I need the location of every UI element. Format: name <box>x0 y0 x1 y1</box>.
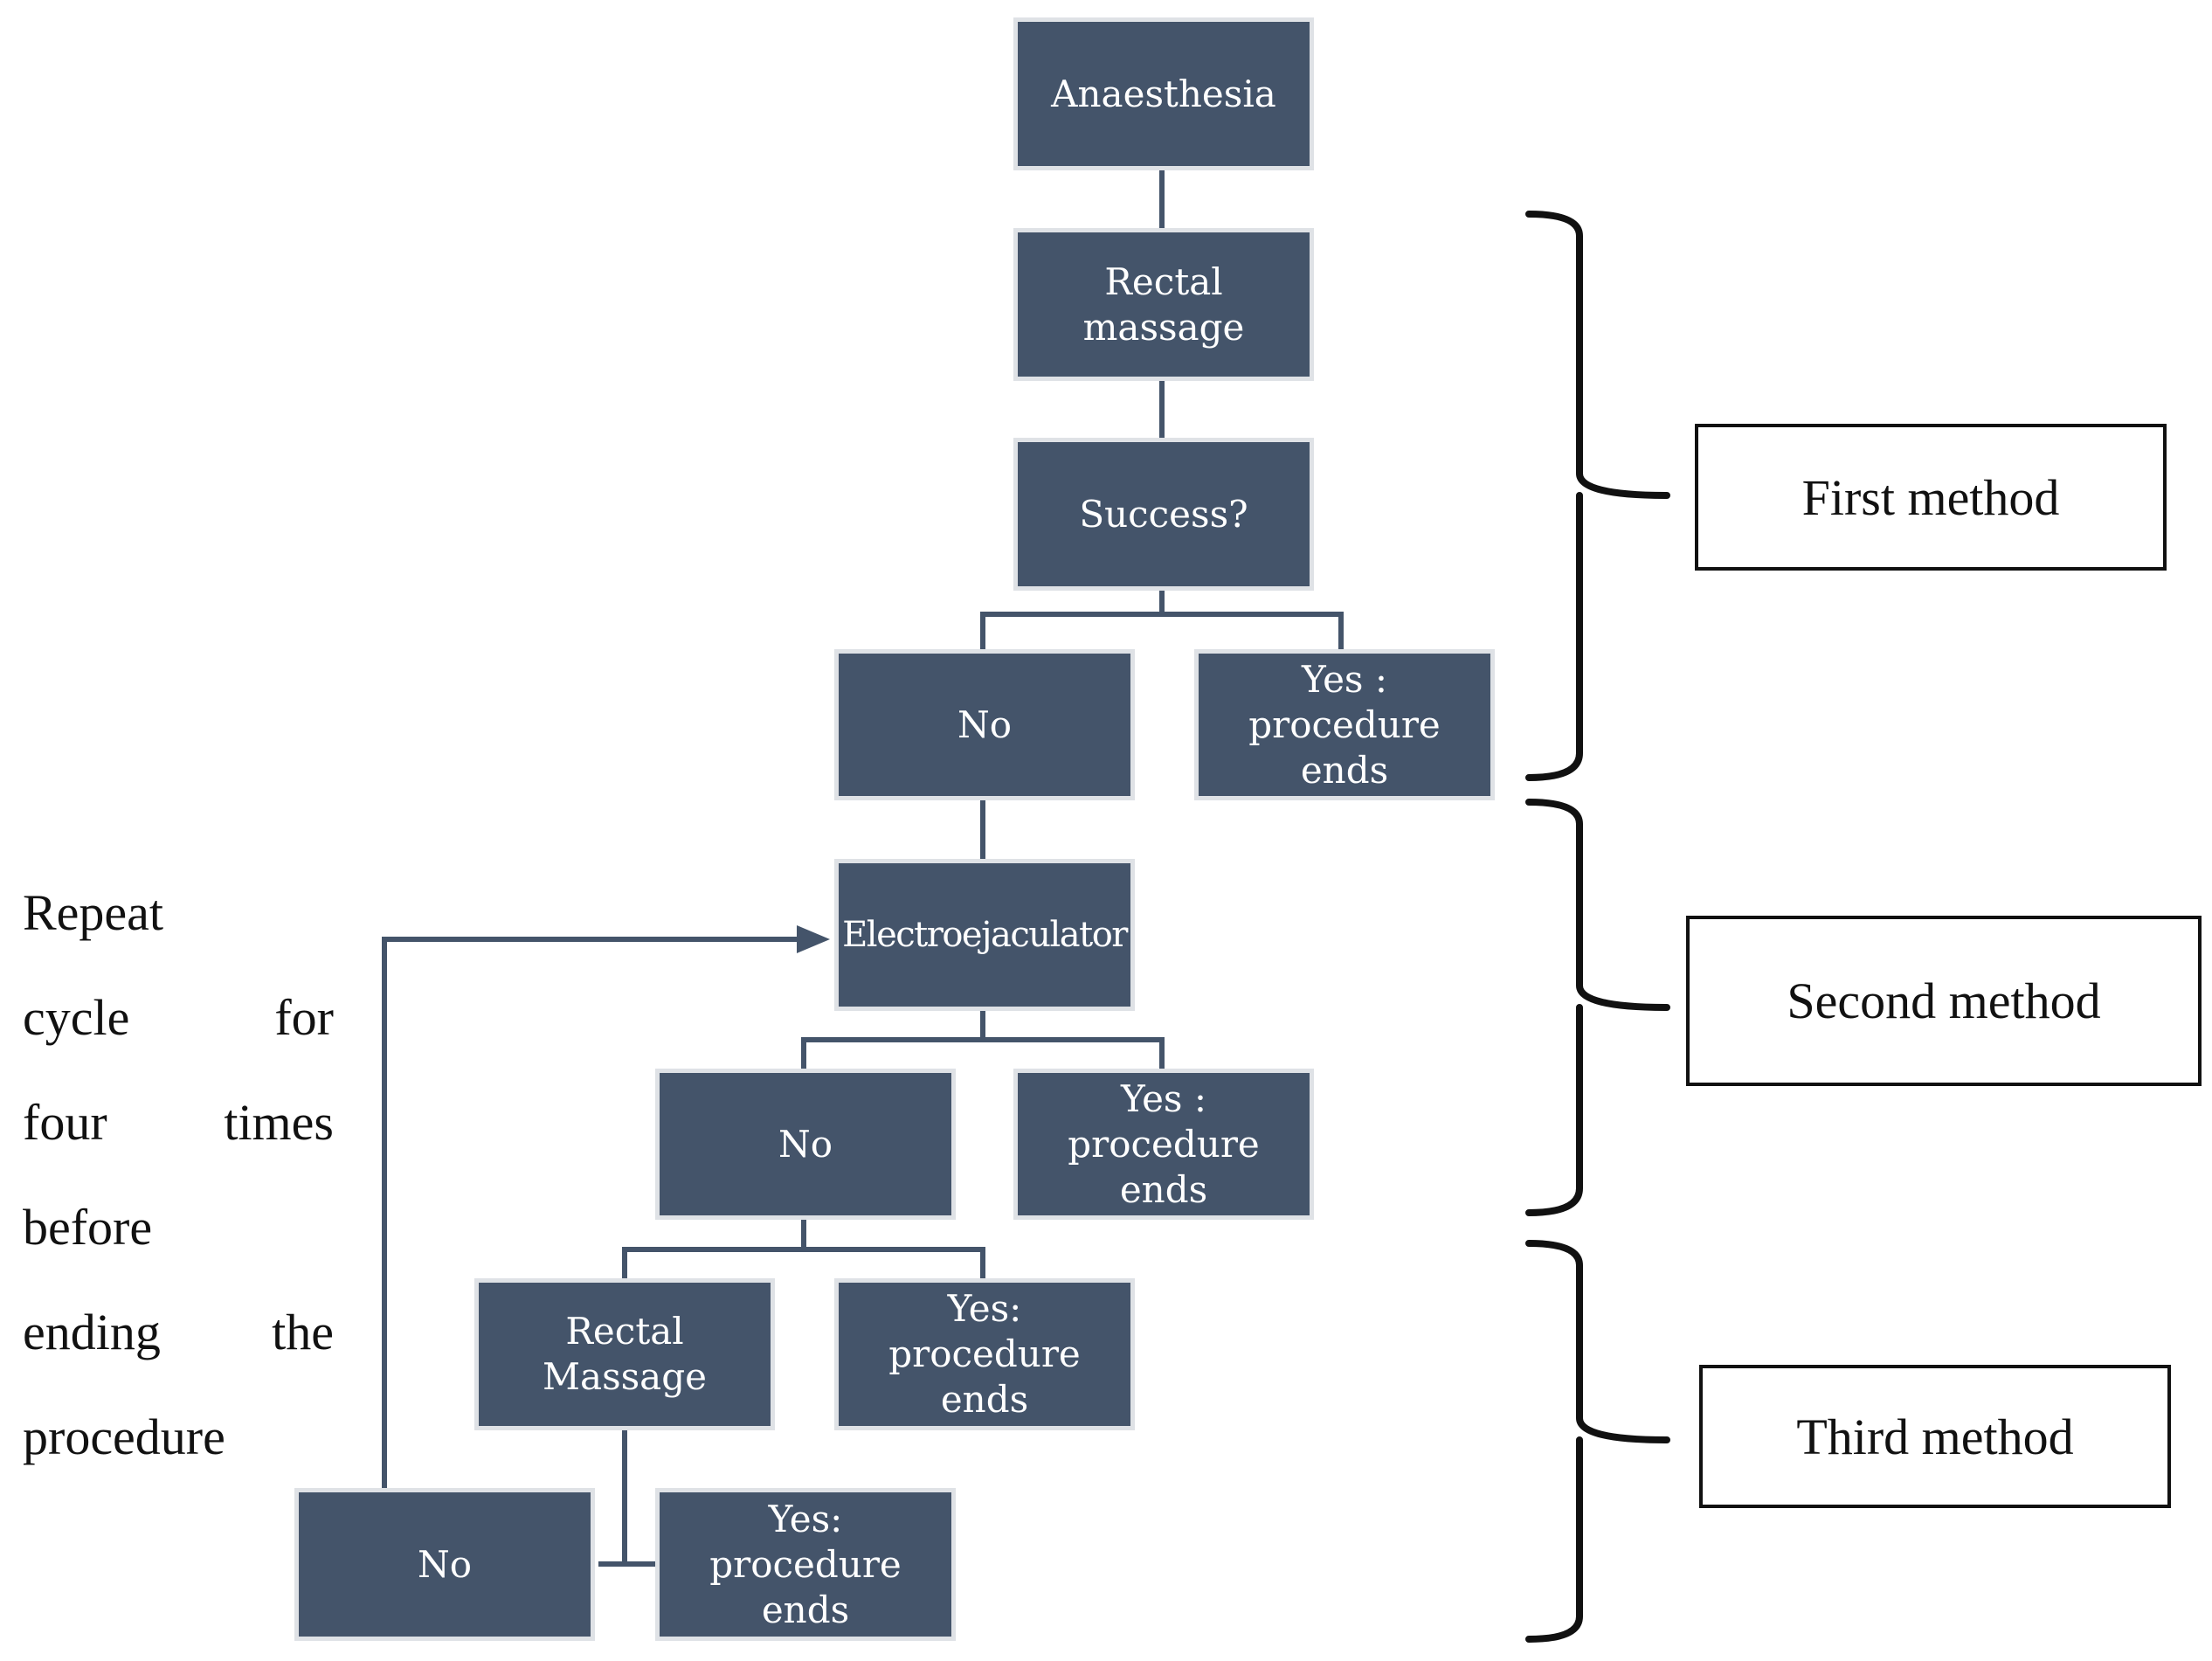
note-line-1: Repeat <box>23 884 164 941</box>
edge-success-branches <box>980 588 1344 649</box>
note-line-6: procedure <box>23 1408 225 1465</box>
anaesthesia-node: Anaesthesia <box>1013 17 1314 170</box>
repeat-loop-arrow-path <box>382 937 806 1491</box>
edge-electroejaculator-branches <box>801 1008 1165 1069</box>
rectal-massage-node-third: Rectal Massage <box>474 1278 775 1430</box>
edge-no-third-branches <box>622 1217 985 1278</box>
second-method-bracket <box>1525 799 1670 1216</box>
repeat-loop-arrowhead <box>797 925 830 953</box>
first-method-bracket <box>1525 211 1670 781</box>
rectal-massage-node: Rectal massage <box>1013 228 1314 381</box>
note-line-4: before <box>23 1199 153 1256</box>
no-node-second: No <box>655 1069 956 1220</box>
third-method-bracket <box>1525 1240 1670 1643</box>
connector-lines <box>382 168 1344 1567</box>
no-node-first: No <box>834 649 1135 800</box>
second-method-label: Second method <box>1686 916 2202 1086</box>
method-brackets <box>1525 211 1670 1643</box>
third-method-label: Third method <box>1699 1365 2171 1508</box>
no-node-third: No <box>294 1488 595 1641</box>
success-decision-node: Success? <box>1013 438 1314 591</box>
electroejaculator-node: Electroejaculator <box>834 859 1135 1011</box>
edge-rectal-massage-outcomes <box>598 1428 656 1567</box>
first-method-label: First method <box>1695 424 2167 571</box>
